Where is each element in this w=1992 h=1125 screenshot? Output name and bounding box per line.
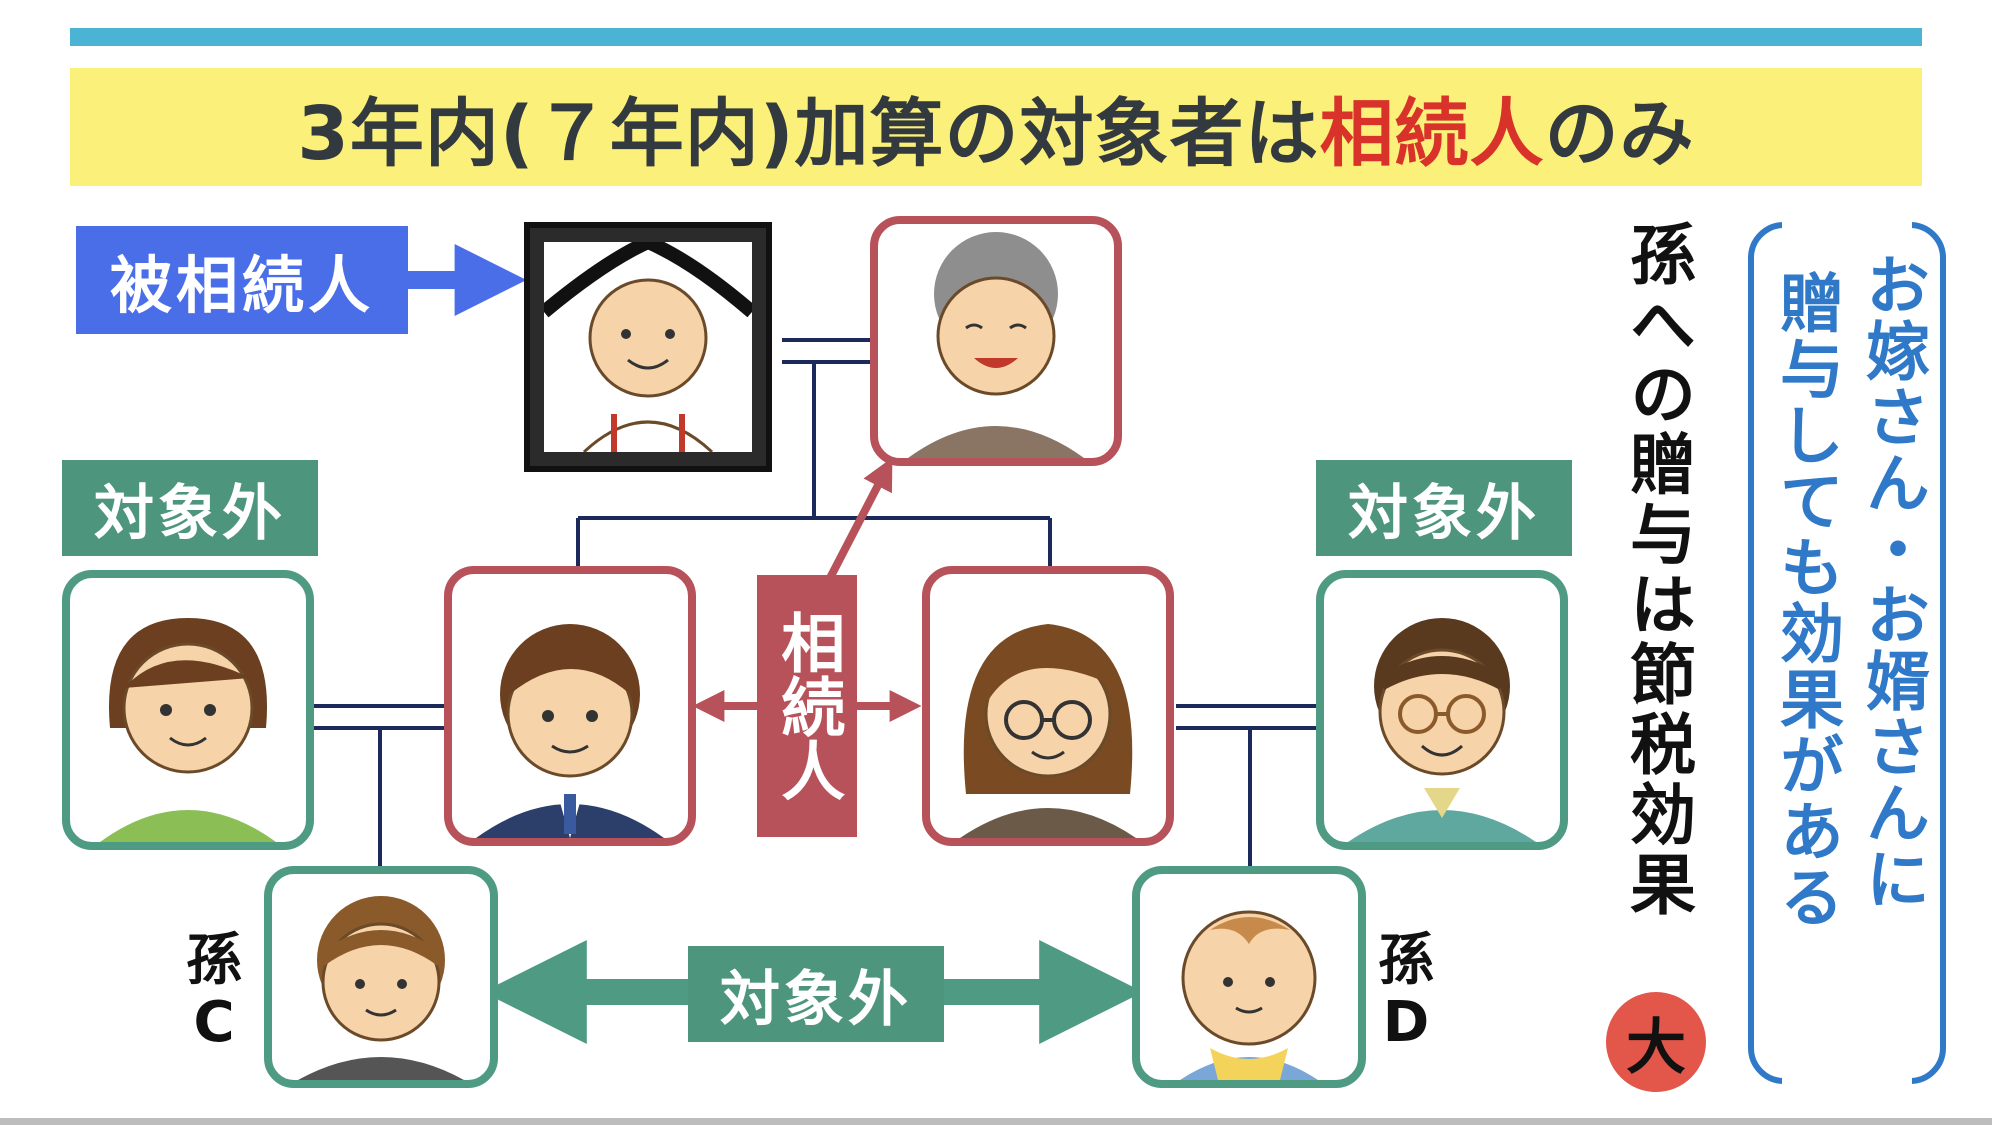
heir-label-text: 相続人 (770, 610, 845, 802)
son-in-law-card (1316, 570, 1568, 850)
page-title: 3年内(７年内)加算の対象者は相続人のみ (297, 74, 1694, 181)
decedent-portrait (524, 222, 772, 472)
bracket-gap-top (1782, 212, 1912, 232)
son-in-law-icon (1348, 618, 1536, 842)
title-highlight: 相続人 (1319, 90, 1545, 177)
decedent-portrait-icon (544, 242, 752, 452)
in-law-note-line1: お嫁さん・お婿さんに (1855, 252, 1929, 912)
grandchild-d-label: 孫D (1378, 928, 1434, 1055)
excluded-label-left: 対象外 (62, 460, 318, 556)
big-effect-badge: 大 (1606, 992, 1706, 1092)
title-text-1: 3年内(７年内)加算の対象者は (297, 90, 1320, 177)
in-law-note-line2: 贈与しても効果がある (1769, 270, 1843, 930)
grandchild-gift-note: 孫への贈与は節税効果 (1619, 220, 1696, 920)
top-accent-bar (70, 28, 1922, 46)
grandchild-c-label: 孫C (186, 928, 242, 1055)
excluded-label-bottom: 対象外 (688, 946, 944, 1042)
daughter-in-law-icon (100, 618, 276, 842)
heir-label: 相続人 (757, 575, 857, 837)
grandmother-icon (908, 232, 1084, 458)
bracket-gap-bottom (1782, 1074, 1912, 1094)
decedent-label: 被相続人 (76, 226, 408, 334)
title-text-2: のみ (1544, 90, 1695, 177)
bottom-divider (0, 1118, 1992, 1125)
grandchild-d-icon (1180, 910, 1318, 1080)
grandmother-card (870, 216, 1122, 466)
son-card (444, 566, 696, 846)
son-icon (476, 624, 664, 838)
grandchild-c-card (264, 866, 498, 1088)
title-banner: 3年内(７年内)加算の対象者は相続人のみ (70, 68, 1922, 186)
grandchild-d-card (1132, 866, 1366, 1088)
grandchild-c-icon (298, 896, 464, 1080)
daughter-card (922, 566, 1174, 846)
daughter-in-law-card (62, 570, 314, 850)
excluded-label-right: 対象外 (1316, 460, 1572, 556)
daughter-icon (960, 624, 1136, 838)
